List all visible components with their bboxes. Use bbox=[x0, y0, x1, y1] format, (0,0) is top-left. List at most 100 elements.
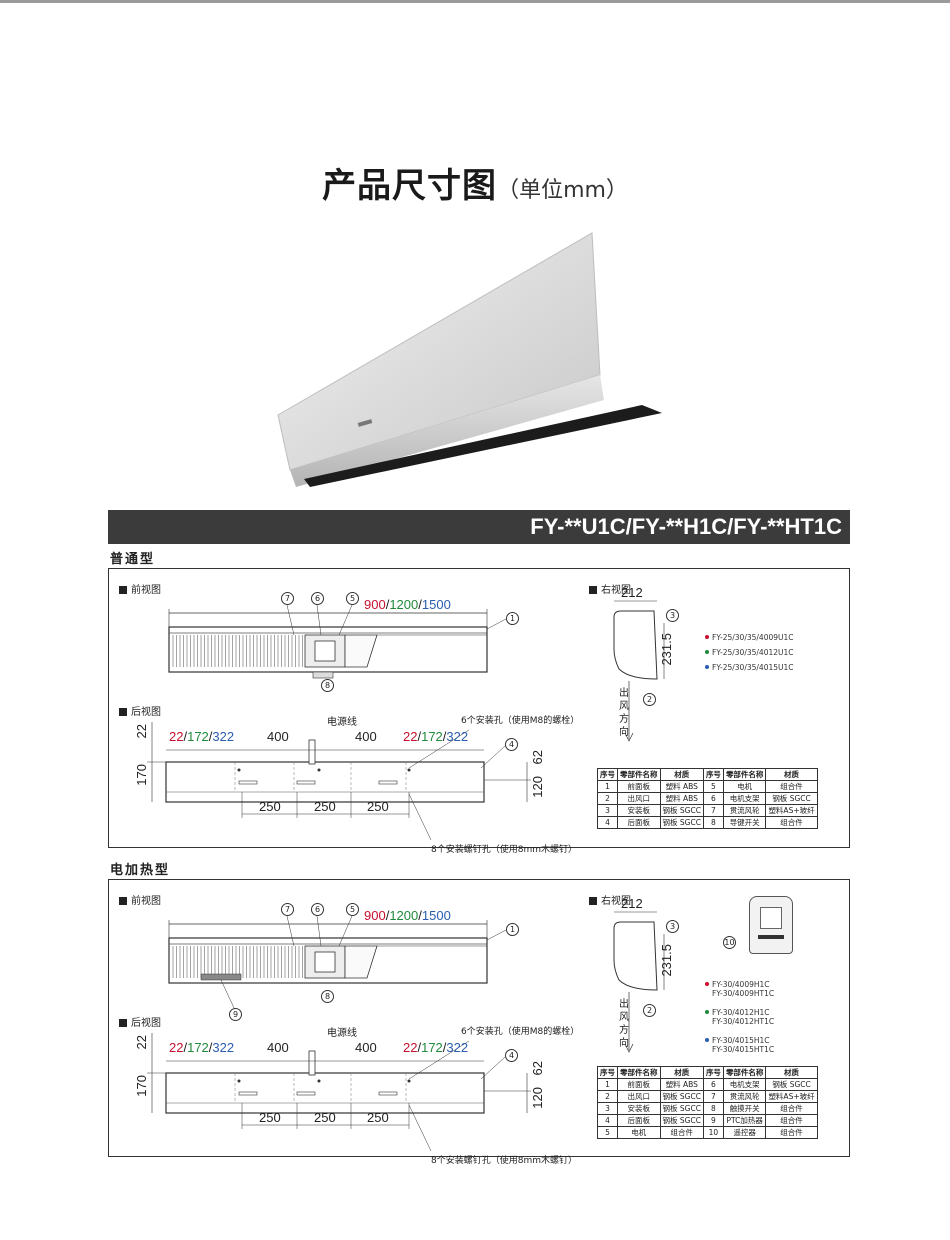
leader-6 bbox=[316, 604, 322, 636]
model-color-dot bbox=[705, 635, 709, 639]
parts-table-cell: 8 bbox=[702, 816, 724, 829]
offset-sep: / bbox=[183, 1040, 188, 1055]
right-view-body bbox=[613, 921, 658, 991]
mount-slot bbox=[238, 780, 258, 785]
model-legend-item: FY-30/4009HT1C bbox=[705, 989, 774, 999]
parts-table-cell: 安装板 bbox=[617, 804, 661, 817]
parts-table-header-cell: 序号 bbox=[702, 1066, 724, 1079]
mount-slot bbox=[238, 1091, 258, 1096]
section-label: 电加热型 bbox=[110, 863, 171, 878]
width-sep: / bbox=[418, 908, 422, 923]
motor-unit bbox=[314, 951, 336, 973]
model-legend-item: FY-30/4012H1C bbox=[705, 1008, 770, 1018]
parts-table-cell: 前面板 bbox=[617, 1078, 661, 1091]
mount-hole bbox=[237, 1079, 241, 1083]
model-legend-item: FY-25/30/35/4009U1C bbox=[705, 633, 794, 643]
leader-4 bbox=[480, 745, 506, 769]
page-title-unit: （单位mm） bbox=[497, 178, 628, 203]
mounting-holes-6-label: 6个安装孔（使用M8的螺栓） bbox=[461, 716, 580, 726]
width-900: 900 bbox=[364, 597, 386, 612]
parts-table-cell: 4 bbox=[597, 816, 618, 829]
width-1200: 1200 bbox=[389, 597, 419, 612]
model-banner: FY-**U1C/FY-**H1C/FY-**HT1C bbox=[108, 510, 850, 544]
parts-table-cell: 5 bbox=[597, 1126, 618, 1139]
parts-table-cell: 遥控器 bbox=[722, 1126, 767, 1139]
dim-22: 22 bbox=[134, 1035, 149, 1050]
offset-22: 22 bbox=[169, 729, 184, 744]
parts-table-cell: 塑料 ABS bbox=[659, 780, 704, 793]
offset-322: 322 bbox=[446, 729, 469, 744]
outlet-direction-label: 出风方向 bbox=[619, 999, 629, 1049]
front-panel-curve bbox=[344, 945, 378, 979]
parts-table-cell: 组合件 bbox=[765, 816, 818, 829]
model-name: FY-30/4009HT1C bbox=[712, 989, 775, 998]
leader-1 bbox=[486, 618, 507, 630]
power-cord-entry bbox=[308, 1050, 316, 1076]
parts-table-cell: 钢板 SGCC bbox=[765, 792, 818, 805]
leader-5 bbox=[338, 604, 353, 636]
mount-hole bbox=[317, 768, 321, 772]
model-name: FY-30/4012HT1C bbox=[712, 1017, 775, 1026]
mounting-screw-holes-8-label: 8个安装螺钉孔（使用8mm木螺钉） bbox=[431, 1156, 577, 1166]
right-offset-dimension: 22/172/322 bbox=[403, 729, 468, 744]
offset-172: 172 bbox=[421, 729, 443, 744]
parts-table-cell: 3 bbox=[597, 804, 618, 817]
power-cord-label: 电源线 bbox=[327, 717, 357, 728]
callout-7: 7 bbox=[281, 903, 294, 916]
leader-holes8 bbox=[408, 793, 432, 841]
model-banner-text: FY-**U1C/FY-**H1C/FY-**HT1C bbox=[530, 514, 842, 539]
dim-62: 62 bbox=[530, 750, 545, 765]
bullet-square bbox=[119, 586, 127, 594]
width-900: 900 bbox=[364, 908, 386, 923]
right-view-text: 右视图 bbox=[601, 896, 631, 907]
offset-172: 172 bbox=[421, 1040, 443, 1055]
power-cord-label: 电源线 bbox=[327, 1028, 357, 1039]
model-name: FY-30/4015H1C bbox=[712, 1036, 770, 1045]
mount-hole bbox=[407, 768, 411, 772]
parts-table-cell: 9 bbox=[702, 1114, 724, 1127]
width-sep: / bbox=[385, 908, 390, 923]
callout-6: 6 bbox=[311, 903, 324, 916]
model-name: FY-25/30/35/4015U1C bbox=[712, 663, 794, 672]
model-color-dot bbox=[705, 991, 709, 995]
bullet-square bbox=[119, 897, 127, 905]
parts-table-cell: 贯流风轮 bbox=[722, 804, 767, 817]
parts-table-cell: 电机支架 bbox=[722, 1078, 767, 1091]
motor-unit bbox=[314, 640, 336, 662]
callout-4: 4 bbox=[505, 1049, 518, 1062]
dim-400-right: 400 bbox=[355, 1040, 377, 1055]
parts-table-cell: 钢板 SGCC bbox=[765, 1078, 818, 1091]
mount-hole bbox=[317, 1079, 321, 1083]
parts-table-cell: 钢板 SGCC bbox=[659, 816, 704, 829]
dim-250-a: 250 bbox=[259, 799, 281, 814]
airflow-arrow-head bbox=[624, 1043, 634, 1053]
right-view-label: 右视图 bbox=[589, 892, 631, 907]
leader-holes6 bbox=[408, 729, 470, 769]
parts-table-cell: 塑料 ABS bbox=[659, 792, 704, 805]
parts-table-header-cell: 零部件名称 bbox=[617, 768, 661, 781]
parts-table-cell: 4 bbox=[597, 1114, 618, 1127]
parts-table-cell: 6 bbox=[702, 792, 724, 805]
parts-table-cell: 6 bbox=[702, 1078, 724, 1091]
parts-table-cell: 贯流风轮 bbox=[722, 1090, 767, 1103]
callout-10: 10 bbox=[723, 936, 736, 949]
remote-screen bbox=[760, 907, 782, 929]
callout-2: 2 bbox=[643, 693, 656, 706]
callout-2: 2 bbox=[643, 1004, 656, 1017]
callout-3: 3 bbox=[666, 609, 679, 622]
callout-8: 8 bbox=[321, 679, 334, 692]
offset-sep: / bbox=[183, 729, 188, 744]
model-color-dot bbox=[705, 650, 709, 654]
dim-400-right: 400 bbox=[355, 729, 377, 744]
dim-250-b: 250 bbox=[314, 799, 336, 814]
dim-120: 120 bbox=[530, 776, 545, 798]
parts-table-cell: 电机 bbox=[722, 780, 767, 793]
parts-table-cell: 组合件 bbox=[765, 780, 818, 793]
dim-250-c: 250 bbox=[367, 1110, 389, 1125]
width-dimension: 900/1200/1500 bbox=[364, 908, 451, 923]
page-title: 产品尺寸图（单位mm） bbox=[0, 158, 950, 207]
offset-sep: / bbox=[442, 1040, 447, 1055]
